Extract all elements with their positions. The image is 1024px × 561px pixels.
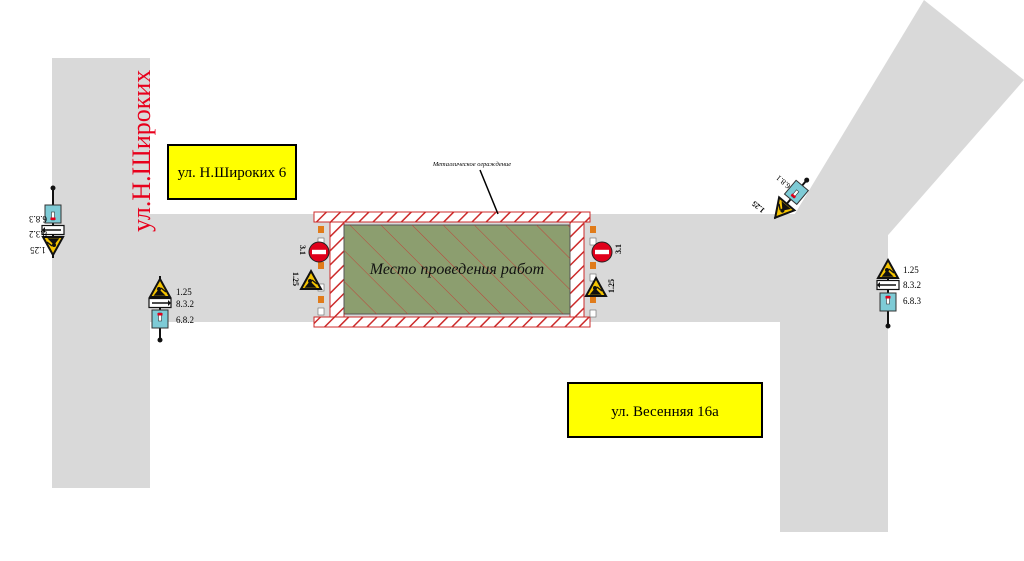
work-area-label: Место проведения работ bbox=[369, 261, 544, 278]
fence-callout-line bbox=[479, 169, 499, 215]
sign-label-6-8-1-ne: 6.8.1 bbox=[774, 173, 792, 190]
sign-post-east: 1.25 8.3.2 6.8.3 bbox=[876, 259, 922, 329]
road-vertical-south bbox=[780, 322, 888, 532]
sign-label-1-25-ne: 1.25 bbox=[750, 199, 767, 215]
plate-8-3-2-icon bbox=[876, 279, 900, 291]
sign-label-6-8-2-sw: 6.8.2 bbox=[176, 315, 194, 325]
plate-8-3-2-icon bbox=[148, 297, 172, 309]
sign-label-6-8-3-west: 6.8.3 bbox=[29, 214, 48, 224]
sign-label-1-25-east: 1.25 bbox=[903, 265, 919, 275]
street-name-label: ул.Н.Широких bbox=[127, 70, 156, 232]
fence-right bbox=[569, 221, 585, 318]
sign-label-8-3-2-sw: 8.3.2 bbox=[176, 299, 194, 309]
no-entry-sign-icon bbox=[308, 241, 330, 263]
sign-label-8-3-2-east: 8.3.2 bbox=[903, 280, 921, 290]
sign-group-zone-right: 3.1 1.25 bbox=[585, 241, 623, 297]
sign-label-3-1-right: 3.1 bbox=[614, 244, 623, 254]
sign-label-1-25-left: 1.25 bbox=[291, 272, 300, 286]
fence-bottom bbox=[313, 316, 591, 328]
sign-label-1-25-right: 1.25 bbox=[607, 279, 616, 293]
sign-group-zone-left: 3.1 1.25 bbox=[291, 241, 330, 290]
fence-left bbox=[329, 221, 345, 318]
sign-label-6-8-3-east: 6.8.3 bbox=[903, 296, 922, 306]
sign-label-3-1-left: 3.1 bbox=[298, 245, 307, 255]
work-zone: Место проведения работ Металлическое огр… bbox=[313, 161, 597, 328]
building-label-vesennyaya-16a: ул. Весенняя 16а bbox=[611, 404, 719, 420]
fence-top bbox=[313, 211, 591, 223]
building-plate-vesennyaya-16a: ул. Весенняя 16а bbox=[567, 382, 763, 438]
sign-post-southwest: 1.25 8.3.2 6.8.2 bbox=[148, 276, 194, 343]
fence-callout-label: Металлическое ограждение bbox=[432, 161, 511, 168]
building-label-shirokikh-6: ул. Н.Широких 6 bbox=[178, 165, 287, 181]
sign-post-west: 6.8.3 8.3.2 1.25 bbox=[29, 185, 65, 258]
sign-label-1-25-west: 1.25 bbox=[30, 245, 46, 255]
sign-label-1-25-sw: 1.25 bbox=[176, 287, 192, 297]
road-vertical-shirokikh bbox=[52, 58, 150, 488]
sign-label-8-3-2-west: 8.3.2 bbox=[29, 229, 47, 239]
road-diagonal-ne bbox=[790, 0, 1024, 242]
bluesign-6-8-2-icon bbox=[151, 309, 169, 329]
no-entry-sign-icon bbox=[591, 241, 613, 263]
bluesign-6-8-3-icon bbox=[879, 292, 897, 312]
building-plate-shirokikh-6: ул. Н.Широких 6 bbox=[167, 144, 297, 200]
sign-post-northeast bbox=[766, 177, 810, 226]
